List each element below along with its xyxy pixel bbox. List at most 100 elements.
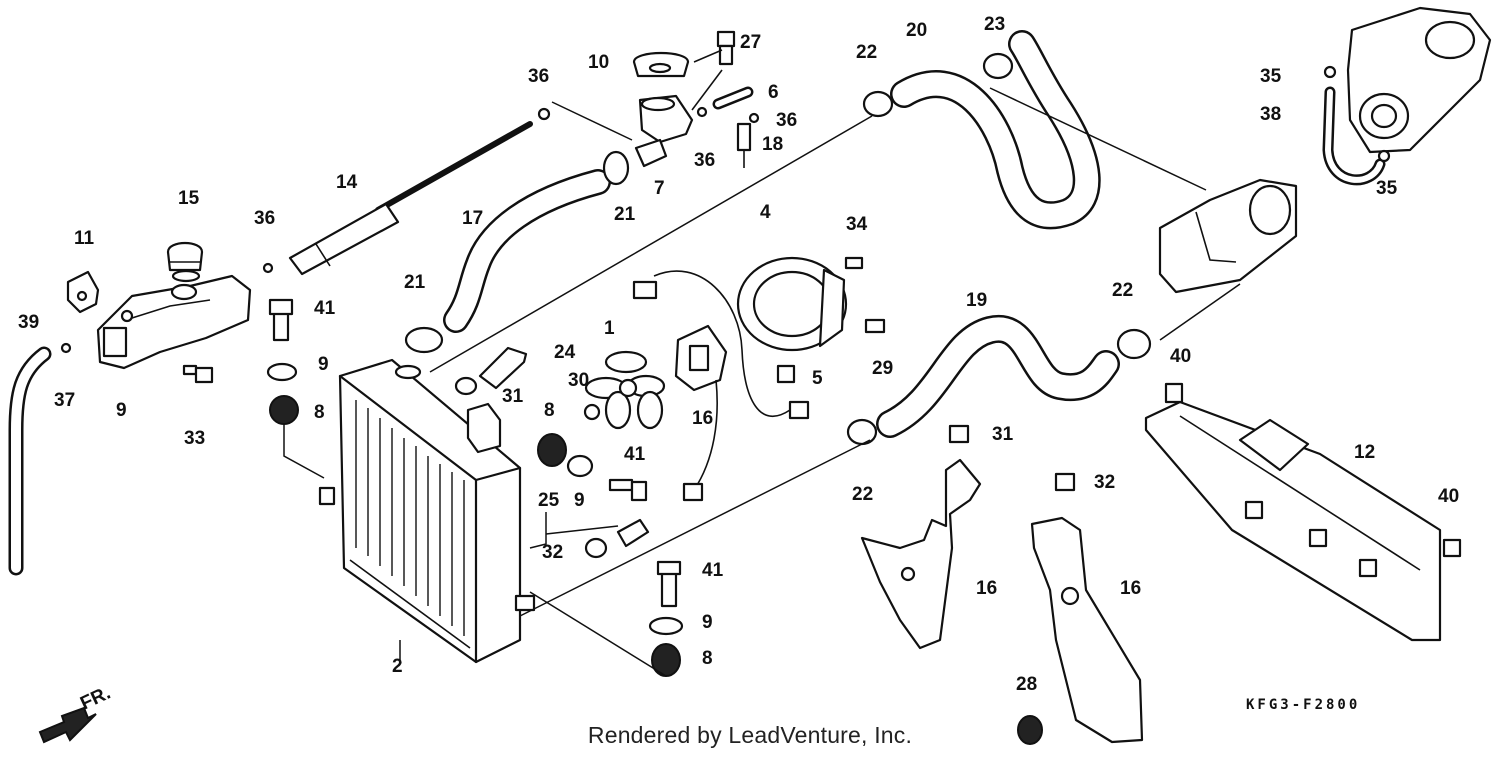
bolt-28[interactable]: [864, 318, 886, 334]
callout-13: 14: [336, 172, 358, 193]
callout-39: 39: [18, 312, 39, 333]
clip-36-a[interactable]: [262, 262, 274, 274]
callout-40: 40: [1170, 346, 1191, 367]
bracket-16-a[interactable]: [860, 458, 982, 650]
callout-19: 19: [966, 290, 987, 311]
bracket-16-b[interactable]: [1030, 516, 1144, 744]
reserve-tank-12[interactable]: [1144, 400, 1442, 642]
hose-17[interactable]: [443, 169, 611, 333]
callout-38: 38: [1260, 104, 1281, 125]
hose-5[interactable]: [712, 86, 754, 110]
bolt-41-a[interactable]: [268, 298, 294, 342]
callout-28: 29: [872, 358, 893, 379]
filler-neck-7[interactable]: [634, 69, 723, 168]
bracket-11[interactable]: [66, 270, 100, 314]
grommet-8-c[interactable]: [651, 643, 681, 677]
callout-20: 20: [906, 20, 927, 41]
bolt-33[interactable]: [182, 364, 214, 384]
clamp-23[interactable]: [982, 52, 1014, 80]
sensor-25[interactable]: [616, 518, 650, 548]
grommet-8-b[interactable]: [537, 433, 567, 467]
clamp-21-a[interactable]: [602, 150, 630, 186]
callout-31: 31: [992, 424, 1014, 445]
callout-21: 21: [614, 204, 636, 225]
clip-35-b[interactable]: [1377, 149, 1391, 163]
sensor-18[interactable]: [736, 122, 752, 168]
callout-12: 12: [1354, 442, 1375, 463]
nut-29[interactable]: [583, 403, 601, 421]
callout-3: 5: [812, 368, 823, 389]
callout-8: 8: [544, 400, 555, 421]
callout-41: 41: [702, 560, 724, 581]
callout-36: 36: [528, 66, 549, 87]
cap-14[interactable]: [166, 241, 204, 283]
callout-30: 31: [502, 386, 524, 407]
radiator-cap-15[interactable]: [632, 52, 690, 78]
clip-36-d[interactable]: [748, 112, 760, 124]
hose-38[interactable]: [1322, 86, 1386, 186]
callout-29: 30: [568, 370, 589, 391]
callout-26: 28: [1016, 674, 1037, 695]
leader-lines: [283, 49, 1241, 677]
clip-31-b[interactable]: [1054, 472, 1076, 492]
callout-41: 41: [314, 298, 336, 319]
washer-9-a[interactable]: [266, 362, 298, 382]
callout-16: 16: [1120, 578, 1141, 599]
hose-19[interactable]: [876, 314, 1120, 438]
callout-1: 1: [604, 318, 615, 339]
fan-1[interactable]: [584, 350, 666, 430]
bolt-41-b[interactable]: [608, 478, 648, 502]
overflow-hose-39[interactable]: [8, 346, 52, 576]
sensor-24[interactable]: [478, 346, 528, 390]
callout-37: 37: [54, 390, 75, 411]
carburetor[interactable]: [1346, 6, 1492, 154]
bolt-27[interactable]: [716, 30, 736, 66]
washer-30[interactable]: [454, 376, 478, 396]
washer-32[interactable]: [584, 537, 608, 559]
bolt-40-b[interactable]: [1442, 538, 1462, 558]
clip-36-c[interactable]: [696, 106, 708, 118]
pipe-13[interactable]: [288, 121, 533, 276]
fan-shroud-4[interactable]: [736, 256, 848, 352]
washer-9-b[interactable]: [566, 454, 594, 478]
grommet-8-a[interactable]: [269, 395, 299, 425]
callout-16: 16: [976, 578, 997, 599]
clip-36-b[interactable]: [537, 107, 551, 121]
callout-18: 18: [762, 134, 783, 155]
bolt-41-c[interactable]: [656, 560, 682, 608]
nut-3[interactable]: [776, 364, 796, 384]
fan-motor-6[interactable]: [632, 270, 810, 502]
water-pump[interactable]: [1158, 178, 1298, 294]
callout-14: 15: [178, 188, 200, 209]
grommet-26[interactable]: [1017, 715, 1043, 745]
callout-8: 8: [314, 402, 325, 423]
callout-36: 36: [254, 208, 275, 229]
callout-25: 25: [538, 490, 560, 511]
clamp-22-c[interactable]: [1116, 328, 1152, 360]
hose-20[interactable]: [890, 30, 1101, 230]
clip-31-a[interactable]: [948, 424, 970, 444]
callout-40: 40: [1438, 486, 1459, 507]
clamp-22-a[interactable]: [862, 90, 894, 118]
callout-11: 11: [74, 228, 95, 249]
washer-9-c[interactable]: [648, 616, 684, 636]
clamp-21-b[interactable]: [404, 326, 444, 354]
callout-15: 10: [588, 52, 609, 73]
diagram-code: KFG3-F2800: [1246, 697, 1361, 713]
callout-23: 23: [984, 14, 1005, 35]
bolt-40-a[interactable]: [1164, 382, 1184, 404]
thermostat-housing-10[interactable]: [96, 274, 252, 370]
callout-31: 32: [1094, 472, 1115, 493]
clamp-22-b[interactable]: [846, 418, 878, 446]
callout-2: 2: [392, 656, 403, 677]
clip-37[interactable]: [60, 342, 72, 354]
radiator-2[interactable]: [318, 358, 536, 664]
callout-22: 22: [852, 484, 873, 505]
bolt-34[interactable]: [844, 256, 864, 270]
callout-9: 9: [702, 612, 713, 633]
clip-35-a[interactable]: [1323, 65, 1337, 79]
radiator-core: [349, 400, 471, 649]
callout-17: 17: [462, 208, 483, 229]
callout-labels: 36 10 27 6 36 18 36 7 21 22 20 23 35 38 …: [18, 14, 1459, 695]
